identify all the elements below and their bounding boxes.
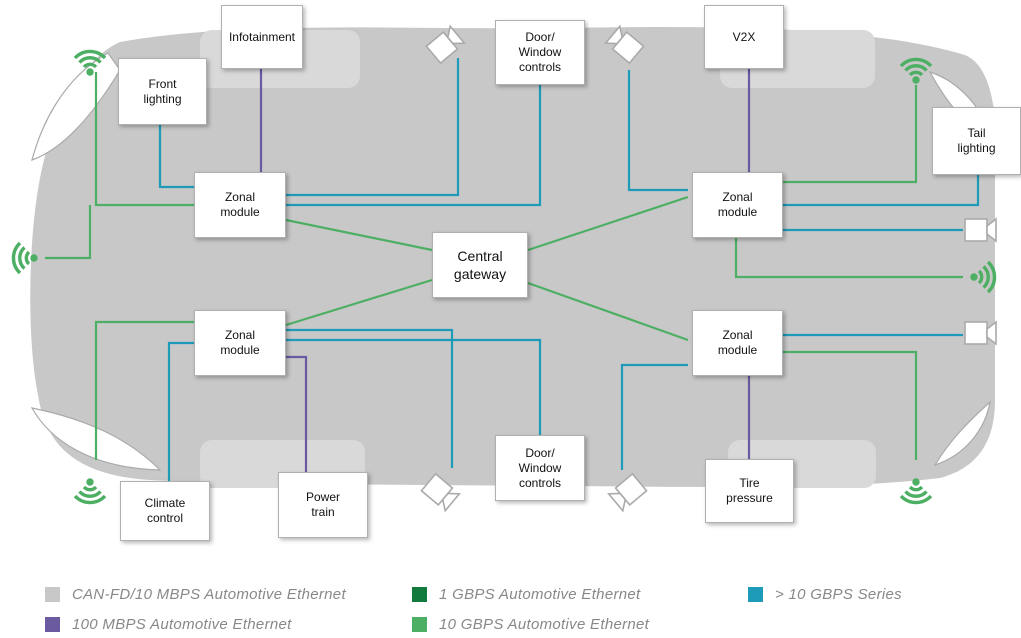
door-window-controls-bottom-node: Door/ Window controls bbox=[495, 435, 585, 501]
zonal-module-front-right: Zonal module bbox=[194, 310, 286, 376]
legend-item-100mbps: 100 MBPS Automotive Ethernet bbox=[45, 616, 292, 633]
central-gateway-node: Central gateway bbox=[432, 232, 528, 298]
legend-swatch-gt10gbps bbox=[748, 587, 763, 602]
zonal-module-front-left: Zonal module bbox=[194, 172, 286, 238]
legend-swatch-10gbps bbox=[412, 617, 427, 632]
legend-label-can-fd: CAN-FD/10 MBPS Automotive Ethernet bbox=[72, 586, 346, 603]
power-train-node: Power train bbox=[278, 472, 368, 538]
climate-control-node: Climate control bbox=[120, 481, 210, 541]
legend-item-1gbps: 1 GBPS Automotive Ethernet bbox=[412, 586, 641, 603]
legend-item-gt10gbps: > 10 GBPS Series bbox=[748, 586, 902, 603]
legend-swatch-100mbps bbox=[45, 617, 60, 632]
v2x-node: V2X bbox=[704, 5, 784, 69]
legend-label-100mbps: 100 MBPS Automotive Ethernet bbox=[72, 616, 292, 633]
legend-label-1gbps: 1 GBPS Automotive Ethernet bbox=[439, 586, 641, 603]
legend-label-10gbps: 10 GBPS Automotive Ethernet bbox=[439, 616, 650, 633]
links-100mbps bbox=[259, 69, 751, 472]
legend-swatch-1gbps bbox=[412, 587, 427, 602]
tire-pressure-node: Tire pressure bbox=[705, 459, 794, 523]
legend-swatch-can-fd bbox=[45, 587, 60, 602]
legend-item-can-fd: CAN-FD/10 MBPS Automotive Ethernet bbox=[45, 586, 346, 603]
door-window-controls-top-node: Door/ Window controls bbox=[495, 20, 585, 85]
links-gt10gbps bbox=[158, 58, 980, 481]
tail-lighting-node: Tail lighting bbox=[932, 107, 1021, 175]
zonal-module-rear-left: Zonal module bbox=[692, 310, 783, 376]
legend-item-10gbps: 10 GBPS Automotive Ethernet bbox=[412, 616, 649, 633]
links-10gbps bbox=[45, 72, 963, 460]
front-lighting-node: Front lighting bbox=[118, 58, 207, 125]
zonal-module-rear-right: Zonal module bbox=[692, 172, 783, 238]
legend-label-gt10gbps: > 10 GBPS Series bbox=[775, 586, 902, 603]
infotainment-node: Infotainment bbox=[221, 5, 303, 69]
